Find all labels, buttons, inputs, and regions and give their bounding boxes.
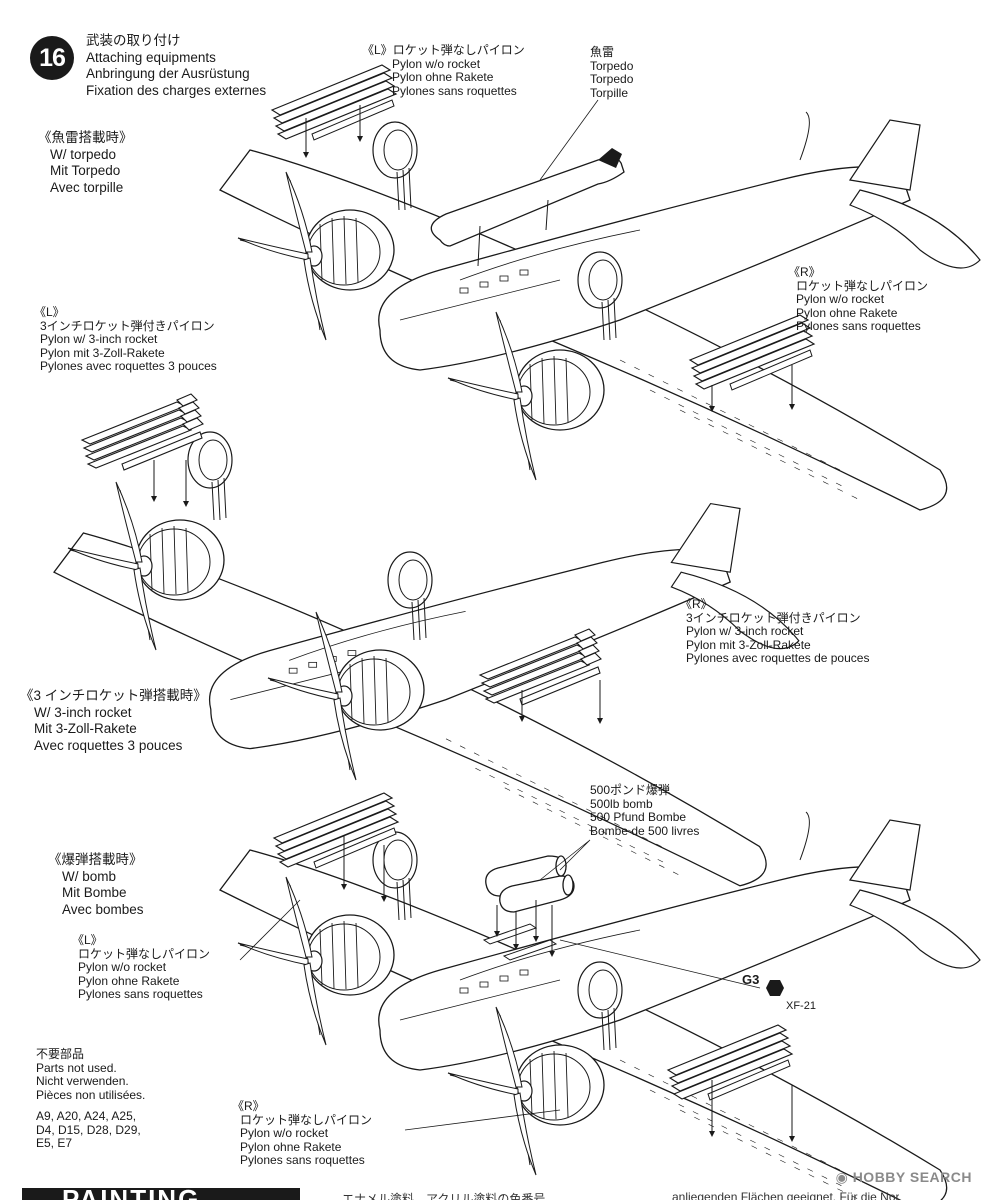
- callout-side: 《L》: [72, 933, 103, 947]
- callout-jp: ロケット弾なしパイロン: [78, 946, 211, 961]
- callout-mid-left-rocket: 《L》 3インチロケット弾付きパイロン Pylon w/ 3-inch rock…: [34, 305, 217, 374]
- callout-fr: Bombe de 500 livres: [590, 823, 700, 838]
- callout-fr: Pylones sans roquettes: [392, 83, 517, 98]
- callout-bomb: 500ポンド爆弾 500lb bomb 500 Pfund Bombe Bomb…: [590, 783, 700, 838]
- callout-jp: ロケット弾なしパイロン: [796, 278, 929, 293]
- unused-parts-de: Nicht verwenden.: [36, 1074, 129, 1088]
- callout-fr: Torpille: [590, 85, 629, 100]
- section-en: W/ bomb: [62, 868, 117, 884]
- section-en: W/ torpedo: [50, 146, 117, 162]
- callout-jp: 3インチロケット弾付きパイロン: [686, 610, 861, 625]
- step-title: 武装の取り付け Attaching equipments Anbringung …: [86, 33, 266, 99]
- callout-en: Torpedo: [590, 58, 634, 73]
- callout-de: Pylon ohne Rakete: [392, 70, 494, 84]
- callout-en: Pylon w/ 3-inch rocket: [40, 332, 158, 346]
- callout-top-right-pylon: 《R》 ロケット弾なしパイロン Pylon w/o rocket Pylon o…: [788, 265, 929, 334]
- section-de: Mit Bombe: [62, 885, 127, 900]
- callout-de: Pylon ohne Rakete: [78, 973, 180, 988]
- section-de: Mit 3-Zoll-Rakete: [34, 721, 137, 736]
- section-bomb: 《爆弾搭載時》 W/ bomb Mit Bombe Avec bombes: [48, 852, 144, 918]
- callout-side: 《R》: [232, 1099, 265, 1113]
- section-heading: 《爆弾搭載時》: [48, 852, 143, 867]
- callout-en: Pylon w/o rocket: [392, 56, 481, 71]
- callout-torpedo: 魚雷 Torpedo Torpedo Torpille: [590, 45, 634, 100]
- callout-mid-right-rocket: 《R》 3インチロケット弾付きパイロン Pylon w/ 3-inch rock…: [680, 597, 870, 666]
- unused-parts-list-2: D4, D15, D28, D29,: [36, 1122, 141, 1137]
- unused-parts-list-1: A9, A20, A24, A25,: [36, 1109, 137, 1123]
- callout-de: Pylon ohne Rakete: [240, 1139, 342, 1154]
- callout-jp: 500ポンド爆弾: [590, 783, 671, 797]
- watermark-text: HOBBY SEARCH: [852, 1169, 972, 1185]
- section-fr: Avec roquettes 3 pouces: [34, 737, 183, 753]
- callout-jp: ロケット弾なしパイロン: [392, 43, 525, 57]
- watermark: ◉ HOBBY SEARCH: [835, 1169, 972, 1185]
- step-title-jp: 武装の取り付け: [86, 33, 181, 48]
- callout-fr: Pylones avec roquettes de pouces: [686, 651, 870, 665]
- callout-en: Pylon w/o rocket: [796, 292, 885, 306]
- section-rocket: 《3 インチロケット弾搭載時》 W/ 3-inch rocket Mit 3-Z…: [20, 688, 207, 754]
- callout-top-left-pylon: 《L》ロケット弾なしパイロン Pylon w/o rocket Pylon oh…: [362, 43, 525, 98]
- callout-de: Pylon mit 3-Zoll-Rakete: [40, 345, 165, 360]
- callout-bottom-left-pylon: 《L》 ロケット弾なしパイロン Pylon w/o rocket Pylon o…: [72, 933, 211, 1002]
- step-number: 16: [39, 43, 66, 72]
- section-heading: 《3 インチロケット弾搭載時》: [20, 688, 207, 703]
- callout-fr: Pylones avec roquettes 3 pouces: [40, 359, 217, 373]
- step-title-en: Attaching equipments: [86, 49, 216, 65]
- paint-code-xf21: XF-21: [786, 1000, 816, 1012]
- callout-de: Pylon ohne Rakete: [796, 305, 898, 320]
- footer-text-de: anliegenden Flächen geeignet. Für die No…: [672, 1190, 900, 1200]
- callout-side: 《L》: [362, 43, 393, 57]
- step-number-badge: 16: [30, 36, 74, 80]
- section-fr: Avec torpille: [50, 179, 124, 195]
- callout-fr: Pylones sans roquettes: [78, 987, 203, 1001]
- callout-side: 《L》: [34, 305, 65, 319]
- section-fr: Avec bombes: [62, 901, 144, 917]
- callout-side: 《R》: [680, 597, 713, 611]
- step-title-de: Anbringung der Ausrüstung: [86, 66, 250, 81]
- unused-parts-fr: Pièces non utilisées.: [36, 1087, 146, 1102]
- unused-parts-list-3: E5, E7: [36, 1136, 73, 1150]
- section-en: W/ 3-inch rocket: [34, 704, 132, 720]
- callout-side: 《R》: [788, 265, 821, 279]
- painting-section-header: PAINTING: [22, 1188, 300, 1200]
- callout-jp: ロケット弾なしパイロン: [240, 1112, 373, 1127]
- callout-en: Pylon w/ 3-inch rocket: [686, 624, 804, 638]
- section-de: Mit Torpedo: [50, 163, 121, 178]
- callout-fr: Pylones sans roquettes: [240, 1153, 365, 1167]
- callout-jp: 3インチロケット弾付きパイロン: [40, 318, 215, 333]
- callout-jp: 魚雷: [590, 45, 615, 59]
- unused-parts-en: Parts not used.: [36, 1060, 117, 1075]
- callout-de: 500 Pfund Bombe: [590, 810, 687, 824]
- footer-text-jp: エナメル塗料 アクリル塗料の色番号: [342, 1192, 546, 1200]
- callout-fr: Pylones sans roquettes: [796, 319, 921, 333]
- unused-parts-jp: 不要部品: [36, 1047, 85, 1061]
- section-heading: 《魚雷搭載時》: [38, 130, 133, 145]
- part-code-g3: G3: [742, 972, 760, 987]
- painting-heading: PAINTING: [62, 1188, 200, 1200]
- callout-en: Pylon w/o rocket: [78, 960, 167, 974]
- step-title-fr: Fixation des charges externes: [86, 82, 267, 98]
- callout-de: Torpedo: [590, 72, 634, 86]
- unused-parts-note: 不要部品 Parts not used. Nicht verwenden. Pi…: [36, 1047, 146, 1151]
- callout-en: 500lb bomb: [590, 796, 653, 811]
- callout-bottom-right-pylon: 《R》 ロケット弾なしパイロン Pylon w/o rocket Pylon o…: [232, 1099, 373, 1168]
- section-torpedo: 《魚雷搭載時》 W/ torpedo Mit Torpedo Avec torp…: [38, 130, 133, 196]
- callout-de: Pylon mit 3-Zoll-Rakete: [686, 637, 811, 652]
- callout-en: Pylon w/o rocket: [240, 1126, 329, 1140]
